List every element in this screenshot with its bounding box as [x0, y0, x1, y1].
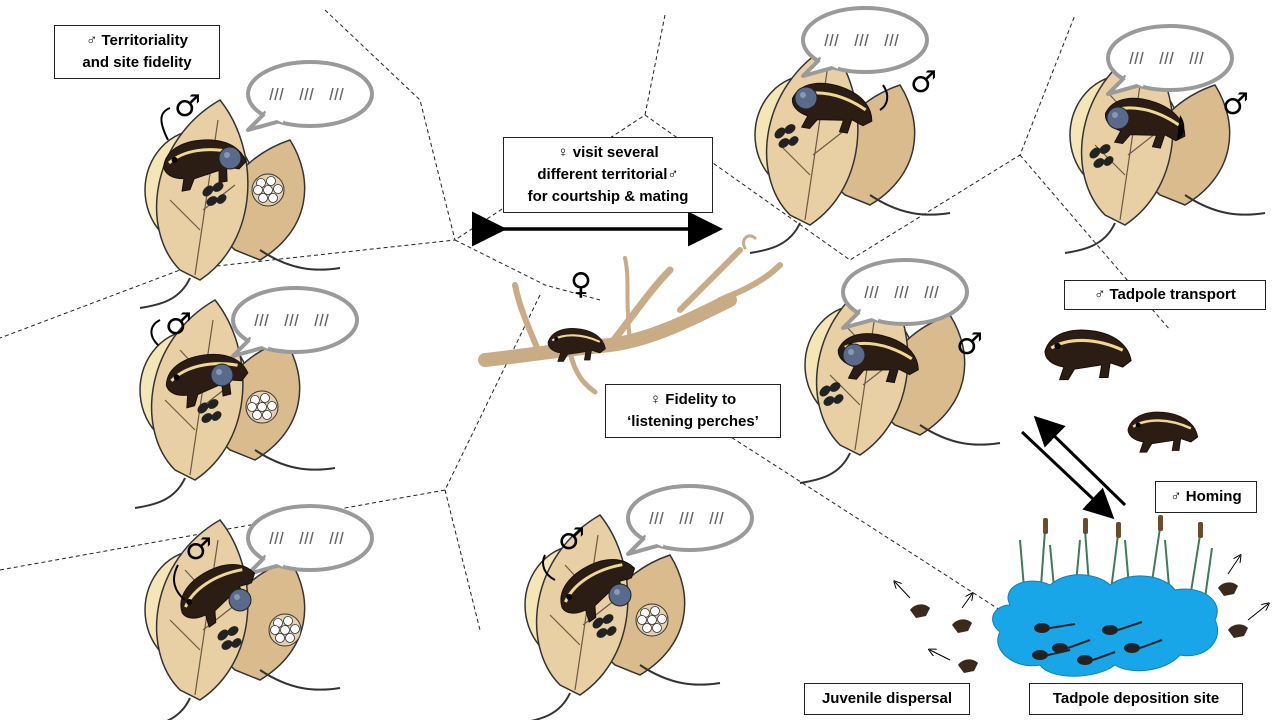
label-juvenile-dispersal: Juvenile dispersal	[804, 683, 970, 715]
homing-arrow	[1033, 415, 1127, 507]
tadpole-deposition-text: Tadpole deposition site	[1052, 690, 1220, 707]
visit-line-1: visit several	[572, 144, 659, 161]
tadpole-pond	[992, 574, 1218, 677]
male-symbol: ♂	[1094, 286, 1106, 303]
juvenile-froglets	[910, 582, 1248, 673]
listening-perch-branch	[478, 234, 783, 395]
male-symbol: ♂	[1170, 488, 1182, 505]
visit-line-3: for courtship & mating	[527, 188, 689, 205]
male-symbol-territory-3: ♂	[185, 532, 212, 567]
male-symbol-territory-2: ♂	[165, 307, 192, 342]
territory-1	[139, 62, 372, 309]
male-symbol-territory-7: ♂	[956, 327, 983, 362]
dispersal-arrows	[895, 556, 1268, 661]
female-symbol: ♀	[649, 391, 662, 408]
territory-2	[134, 288, 357, 509]
female-symbol-perch: ♀	[570, 267, 592, 302]
transporting-male-frog	[1043, 328, 1133, 382]
male-symbol-territory-5: ♂	[910, 65, 937, 100]
cattail-heads	[1043, 515, 1203, 538]
territory-3	[139, 506, 372, 720]
male-symbol: ♂	[667, 166, 679, 183]
label-territoriality: ♂ Territoriality and site fidelity	[54, 25, 220, 79]
homing-text: Homing	[1185, 488, 1242, 505]
tadpole-transport-arrow	[1020, 430, 1115, 520]
territoriality-line-1: Territoriality	[101, 32, 188, 49]
tadpole-transport-text: Tadpole transport	[1109, 286, 1236, 303]
territory-6	[1064, 26, 1266, 254]
label-female-visits: ♀ visit several different territorial♂ f…	[503, 137, 713, 213]
male-symbol-territory-4: ♂	[558, 522, 585, 557]
homing-male-frog	[1126, 410, 1199, 454]
male-symbol-territory-6: ♂	[1222, 87, 1249, 122]
territory-4	[519, 486, 752, 720]
label-listening-perches: ♀ Fidelity to ‘listening perches’	[605, 384, 781, 438]
territory-5	[749, 8, 951, 254]
fidelity-line-1: Fidelity to	[665, 391, 737, 408]
fidelity-line-2: ‘listening perches’	[627, 413, 759, 430]
visit-line-2: different territorial	[537, 166, 668, 183]
male-symbol-territory-1: ♂	[174, 89, 201, 124]
label-tadpole-deposition: Tadpole deposition site	[1029, 683, 1243, 715]
territoriality-line-2: and site fidelity	[82, 54, 192, 71]
pond-tadpoles	[1032, 621, 1163, 665]
pond-reeds	[1019, 527, 1213, 601]
female-symbol: ♀	[557, 144, 569, 161]
label-tadpole-transport: ♂ Tadpole transport	[1064, 280, 1266, 310]
label-homing: ♂ Homing	[1155, 481, 1257, 513]
juvenile-dispersal-text: Juvenile dispersal	[821, 690, 953, 707]
male-symbol: ♂	[86, 32, 98, 49]
territory-7	[799, 260, 1001, 484]
